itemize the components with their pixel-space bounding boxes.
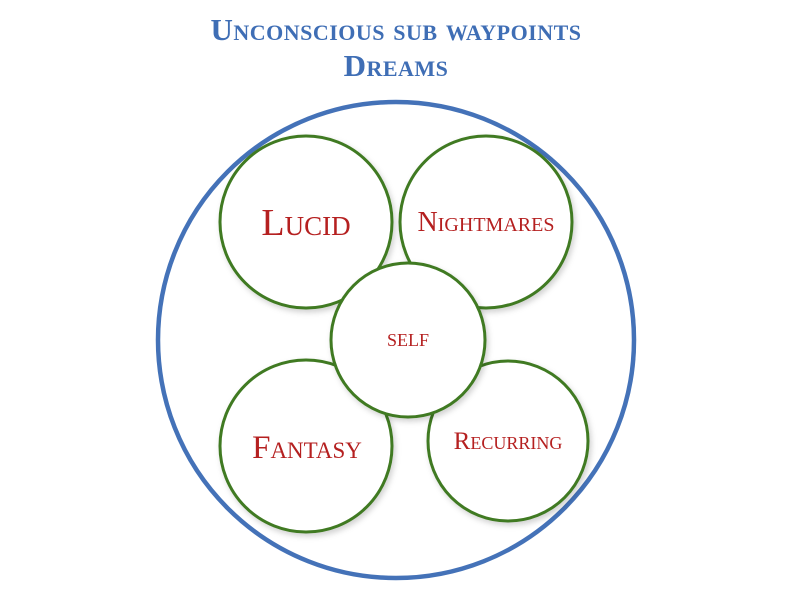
node-nightmares-label: Nightmares <box>418 207 555 238</box>
node-fantasy: Fantasy <box>218 358 394 534</box>
diagram-title: Unconscious sub waypoints <box>210 12 582 47</box>
diagram-subtitle: Dreams <box>343 48 449 83</box>
node-recurring-label: Recurring <box>454 428 563 455</box>
node-self: self <box>329 261 487 419</box>
node-lucid-label: Lucid <box>261 202 350 244</box>
node-nightmares: Nightmares <box>398 134 574 310</box>
node-fantasy-label: Fantasy <box>252 430 362 466</box>
node-recurring: Recurring <box>426 359 590 523</box>
node-lucid: Lucid <box>218 134 394 310</box>
node-self-label: self <box>387 325 429 352</box>
